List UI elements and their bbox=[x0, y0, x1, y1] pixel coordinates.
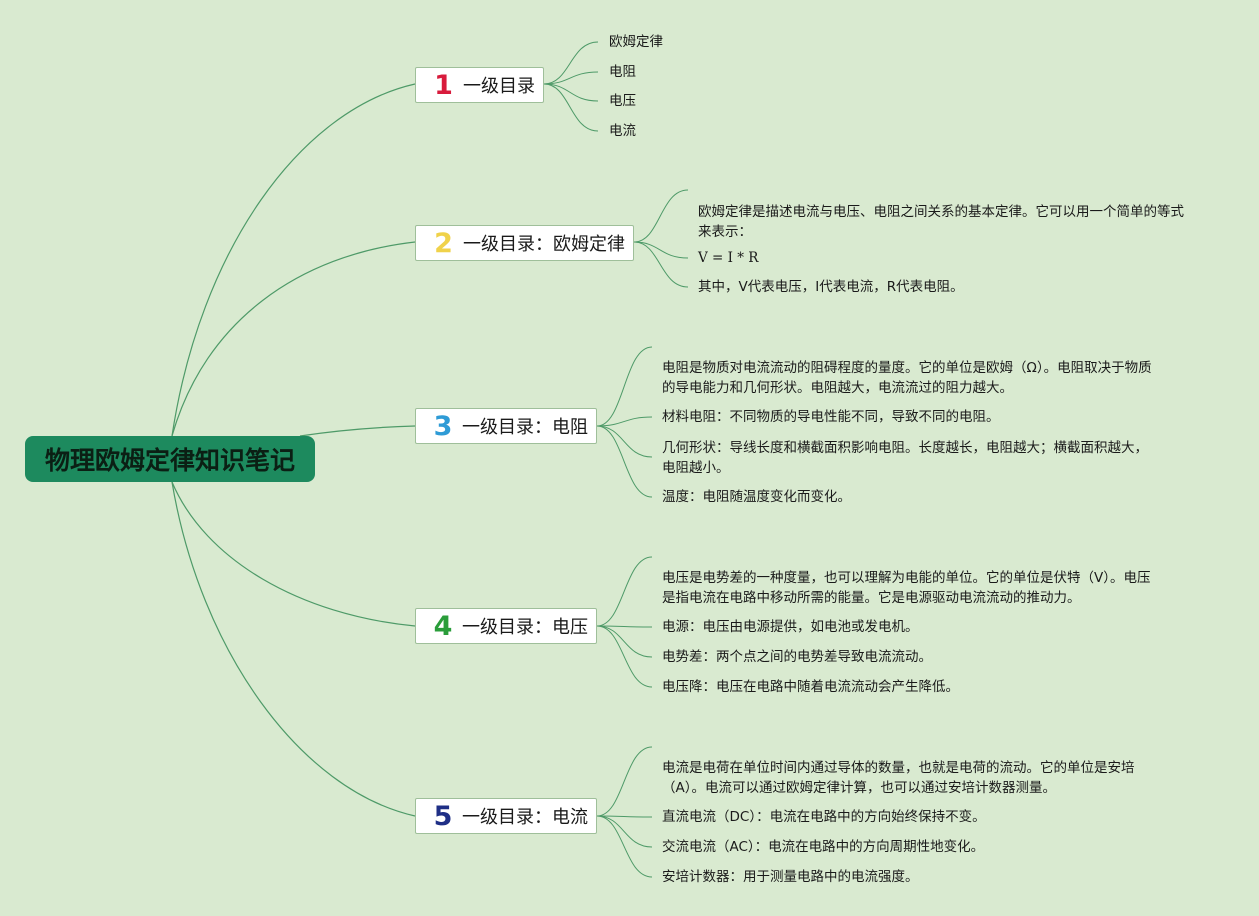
edge-b2-c2 bbox=[633, 241, 689, 259]
branch-label-5: 一级目录：电流 bbox=[462, 807, 588, 828]
edge-b5-c1 bbox=[596, 746, 653, 817]
edge-root-branch-3 bbox=[299, 425, 416, 437]
leaf-5-2[interactable]: 直流电流（DC）：电流在电路中的方向始终保持不变。 bbox=[662, 809, 986, 825]
leaf-5-3[interactable]: 交流电流（AC）：电流在电路中的方向周期性地变化。 bbox=[662, 839, 985, 855]
edge-b4-c2 bbox=[596, 625, 653, 628]
leaf-5-1[interactable]: 电流是电荷在单位时间内通过导体的数量，也就是电荷的流动。它的单位是安培（A）。电… bbox=[662, 760, 1135, 796]
edge-b2-c1 bbox=[633, 189, 689, 243]
branch-node-4[interactable]: 4 一级目录：电压 bbox=[415, 608, 597, 644]
edge-b4-c3 bbox=[596, 625, 653, 658]
leaf-1-2[interactable]: 电阻 bbox=[609, 64, 636, 80]
root-title: 物理欧姆定律知识笔记 bbox=[44, 446, 295, 475]
edge-root-branch-4 bbox=[171, 481, 416, 627]
edge-b3-c1 bbox=[596, 346, 653, 427]
leaf-1-3[interactable]: 电压 bbox=[609, 93, 636, 109]
branch-node-2[interactable]: 2 一级目录：欧姆定律 bbox=[415, 225, 634, 261]
edge-b1-c3 bbox=[543, 83, 599, 102]
branch-number-3: 3 bbox=[433, 410, 453, 442]
edge-b2-c3 bbox=[633, 241, 689, 288]
root-node[interactable]: 物理欧姆定律知识笔记 bbox=[25, 436, 315, 482]
leaf-5-4[interactable]: 安培计数器：用于测量电路中的电流强度。 bbox=[662, 869, 919, 885]
branch-label-3: 一级目录：电阻 bbox=[462, 417, 588, 438]
branch-label-2: 一级目录：欧姆定律 bbox=[463, 234, 625, 255]
edge-b4-c4 bbox=[596, 625, 653, 688]
edge-b1-c4 bbox=[543, 83, 599, 132]
leaf-3-4[interactable]: 温度：电阻随温度变化而变化。 bbox=[662, 489, 851, 505]
edge-root-branch-5 bbox=[171, 481, 416, 817]
leaf-3-1[interactable]: 电阻是物质对电流流动的阻碍程度的量度。它的单位是欧姆（Ω）。电阻取决于物质的导电… bbox=[662, 360, 1152, 396]
leaf-1-1[interactable]: 欧姆定律 bbox=[609, 34, 663, 50]
leaf-4-1[interactable]: 电压是电势差的一种度量，也可以理解为电能的单位。它的单位是伏特（V）。电压是指电… bbox=[662, 570, 1151, 606]
branch-number-1: 1 bbox=[434, 69, 453, 101]
edge-b1-c2 bbox=[543, 71, 599, 85]
branch-number-2: 2 bbox=[434, 227, 453, 259]
branch-number-5: 5 bbox=[433, 800, 453, 832]
edge-b3-c4 bbox=[596, 425, 653, 498]
branch-node-1[interactable]: 1 一级目录 bbox=[415, 67, 544, 103]
leaf-3-2[interactable]: 材料电阻：不同物质的导电性能不同，导致不同的电阻。 bbox=[662, 409, 1000, 425]
edge-b3-c3 bbox=[596, 425, 653, 458]
branch-label-4: 一级目录：电压 bbox=[462, 617, 588, 638]
branch-label-1: 一级目录 bbox=[463, 76, 535, 97]
edge-b4-c1 bbox=[596, 556, 653, 627]
edge-b5-c4 bbox=[596, 815, 653, 878]
edge-root-branch-2 bbox=[171, 241, 416, 437]
branch-node-3[interactable]: 3 一级目录：电阻 bbox=[415, 408, 597, 444]
leaf-4-2[interactable]: 电源：电压由电源提供，如电池或发电机。 bbox=[662, 619, 919, 635]
edge-root-branch-1 bbox=[171, 83, 416, 437]
edge-b1-c1 bbox=[543, 41, 599, 85]
leaf-2-2[interactable]: V = I * R bbox=[698, 250, 759, 266]
leaf-1-4[interactable]: 电流 bbox=[609, 123, 636, 139]
leaf-4-4[interactable]: 电压降：电压在电路中随着电流流动会产生降低。 bbox=[662, 679, 959, 695]
leaf-2-3[interactable]: 其中，V代表电压，I代表电流，R代表电阻。 bbox=[698, 279, 964, 295]
edge-b5-c2 bbox=[596, 815, 653, 818]
branch-number-4: 4 bbox=[433, 610, 453, 642]
branch-node-5[interactable]: 5 一级目录：电流 bbox=[415, 798, 597, 834]
leaf-3-3[interactable]: 几何形状：导线长度和横截面积影响电阻。长度越长，电阻越大；横截面积越大，电阻越小… bbox=[662, 440, 1148, 476]
leaf-4-3[interactable]: 电势差：两个点之间的电势差导致电流流动。 bbox=[662, 649, 932, 665]
leaf-2-1[interactable]: 欧姆定律是描述电流与电压、电阻之间关系的基本定律。它可以用一个简单的等式来表示： bbox=[698, 204, 1184, 240]
edge-b5-c3 bbox=[596, 815, 653, 848]
edge-b3-c2 bbox=[596, 416, 653, 427]
